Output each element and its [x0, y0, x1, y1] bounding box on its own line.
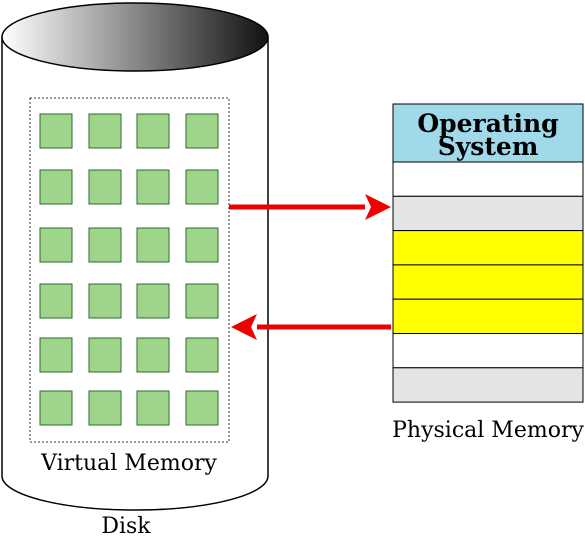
- virtual-memory-region: [29, 97, 230, 443]
- virtual-page: [185, 227, 219, 263]
- virtual-page: [39, 283, 73, 319]
- virtual-page: [39, 390, 73, 426]
- virtual-page: [88, 227, 122, 263]
- virtual-page: [88, 283, 122, 319]
- memory-frame: [392, 264, 584, 300]
- virtual-page: [136, 390, 170, 426]
- virtual-memory-pages: [39, 113, 219, 426]
- virtual-page: [39, 169, 73, 205]
- virtual-page: [88, 390, 122, 426]
- memory-frame: [392, 367, 584, 403]
- virtual-page: [185, 390, 219, 426]
- virtual-page: [88, 337, 122, 373]
- memory-frame: [392, 230, 584, 266]
- memory-frame: [392, 333, 584, 369]
- virtual-page: [39, 227, 73, 263]
- physical-memory-frames: [392, 161, 584, 403]
- operating-system-label-line2: System: [438, 132, 539, 161]
- memory-frame: [392, 298, 584, 335]
- operating-system-block: [392, 103, 584, 163]
- virtual-page: [185, 169, 219, 205]
- virtual-page: [88, 113, 122, 149]
- virtual-page: [88, 169, 122, 205]
- physical-memory-label: Physical Memory: [392, 418, 584, 443]
- virtual-page: [39, 113, 73, 149]
- arrow-head-to-virtual-memory: [231, 314, 257, 340]
- physical-memory-stack: Operating System: [392, 103, 584, 403]
- virtual-page: [136, 227, 170, 263]
- disk-label: Disk: [101, 514, 151, 539]
- memory-frame: [392, 161, 584, 197]
- virtual-page: [136, 169, 170, 205]
- virtual-page: [39, 337, 73, 373]
- operating-system-label-line1: Operating: [417, 109, 558, 138]
- arrow-head-to-physical-memory: [365, 194, 391, 220]
- page-transfer-arrows: [229, 194, 391, 340]
- virtual-page: [185, 113, 219, 149]
- disk-body: [1, 37, 269, 511]
- virtual-page: [136, 113, 170, 149]
- disk-top: [1, 2, 269, 72]
- virtual-memory-label: Virtual Memory: [40, 451, 217, 476]
- virtual-page: [136, 283, 170, 319]
- memory-frame: [392, 195, 584, 232]
- virtual-page: [185, 283, 219, 319]
- virtual-page: [185, 337, 219, 373]
- virtual-page: [136, 337, 170, 373]
